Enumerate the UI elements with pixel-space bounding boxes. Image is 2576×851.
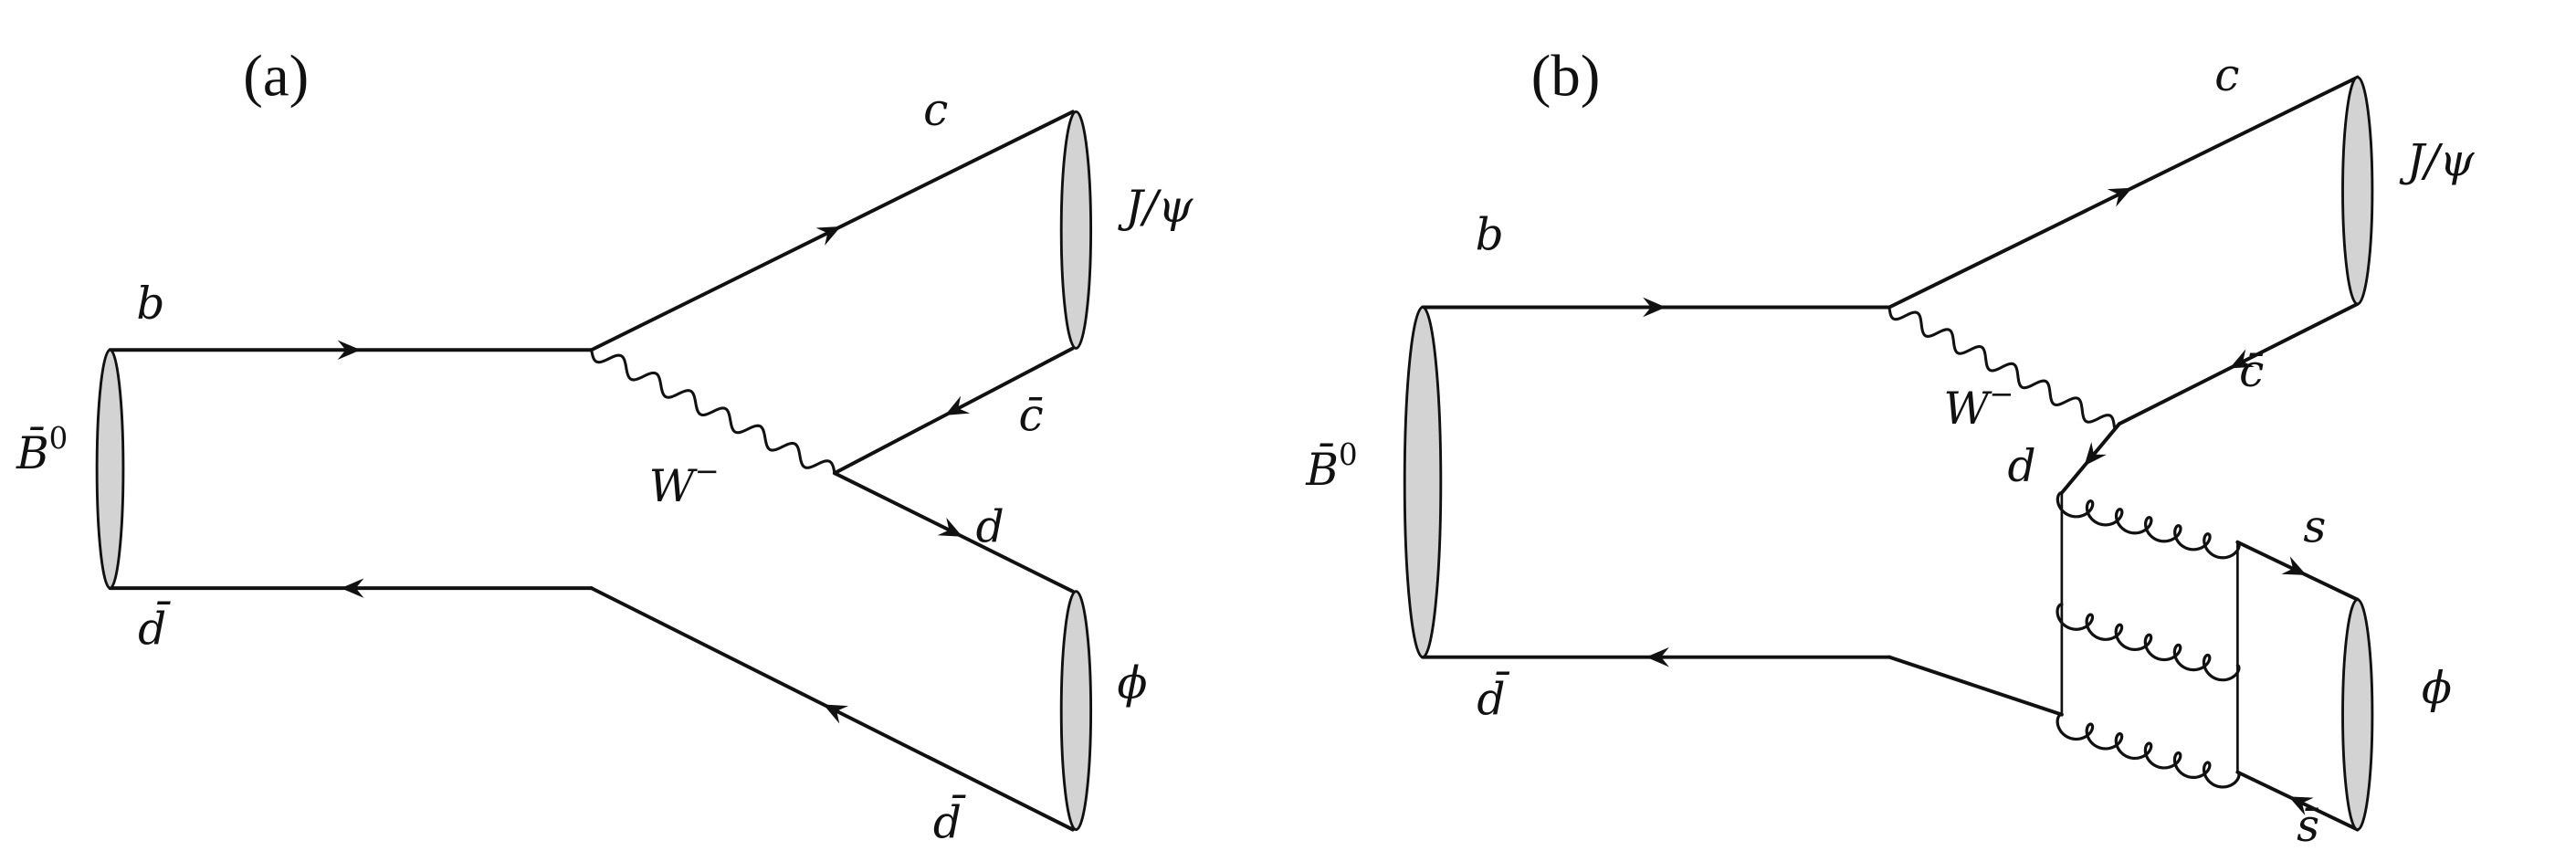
b-s-quark-line-arrow-icon bbox=[2281, 556, 2307, 575]
label-b-quark: b bbox=[136, 278, 164, 330]
label-cbar: c̄ bbox=[1018, 390, 1043, 441]
label-d-quark: d bbox=[976, 502, 1004, 553]
label-cbar: c̄ bbox=[2239, 346, 2264, 397]
a-phi-meson bbox=[1059, 590, 1093, 832]
label-w-boson: W− bbox=[649, 454, 720, 512]
b-sbar-quark-line-arrow-icon bbox=[2288, 796, 2314, 816]
b-gluon-line-3 bbox=[2056, 712, 2241, 789]
a-b0-meson bbox=[95, 348, 125, 590]
b-gluon-line-1 bbox=[2056, 491, 2241, 560]
a-c-quark-line-arrow-icon bbox=[815, 226, 841, 246]
b-phi-meson bbox=[2341, 598, 2374, 832]
diagram-b-title: (b) bbox=[1531, 43, 1601, 109]
label-sbar: s̄ bbox=[2297, 801, 2319, 851]
label-phi: ϕ bbox=[1117, 658, 1147, 709]
b-w-boson-line bbox=[1887, 305, 2116, 429]
label-dbar-in: d̄ bbox=[1477, 671, 1509, 726]
label-w-boson: W− bbox=[1943, 377, 2013, 436]
label-d-quark: d bbox=[2008, 441, 2036, 492]
b-d-quark-line-arrow-icon bbox=[2084, 442, 2107, 467]
label-dbar-in: d̄ bbox=[138, 601, 171, 656]
label-jpsi: J/ψ bbox=[2399, 136, 2476, 187]
a-d-quark-line-arrow-icon bbox=[937, 517, 963, 537]
diagram-b: (b) b B̄0 d̄ c J/ψ c̄ W− d s ϕ s̄ bbox=[1305, 43, 2475, 851]
label-b0-meson: B̄0 bbox=[1305, 437, 1357, 496]
b-cbar-quark-line-arrow-icon bbox=[2229, 349, 2255, 369]
diagram-a-title: (a) bbox=[243, 43, 309, 109]
a-jpsi-meson bbox=[1059, 110, 1093, 350]
label-b0-meson: B̄0 bbox=[16, 421, 68, 479]
a-dbar-out-quark-line-arrow-icon bbox=[823, 704, 848, 724]
b-b-quark-line-arrow-icon bbox=[1643, 297, 1667, 318]
label-jpsi: J/ψ bbox=[1117, 182, 1193, 233]
b-b0-meson bbox=[1403, 306, 1443, 659]
b-jpsi-meson bbox=[2341, 76, 2374, 306]
b-c-quark-line-arrow-icon bbox=[2107, 187, 2133, 207]
label-phi: ϕ bbox=[2422, 663, 2452, 714]
a-b-quark-line-arrow-icon bbox=[337, 340, 361, 361]
label-c-quark: c bbox=[923, 85, 948, 136]
label-c-quark: c bbox=[2214, 50, 2239, 101]
b-dbar-quark-line-arrow-icon bbox=[1645, 646, 1669, 667]
a-cbar-quark-line-arrow-icon bbox=[944, 395, 971, 415]
b-gluon-line-2 bbox=[2056, 603, 2241, 682]
label-s-quark: s bbox=[2303, 502, 2326, 553]
b-dbar-spectator-line bbox=[1887, 655, 2064, 717]
a-w-boson-line bbox=[590, 348, 836, 475]
a-dbar-quark-line-arrow-icon bbox=[341, 578, 364, 598]
label-b-quark: b bbox=[1476, 209, 1504, 260]
diagram-a: (a) b B̄0 d̄ c J/ψ c̄ W− d ϕ d̄ bbox=[16, 43, 1193, 848]
label-dbar-out: d̄ bbox=[933, 794, 966, 849]
